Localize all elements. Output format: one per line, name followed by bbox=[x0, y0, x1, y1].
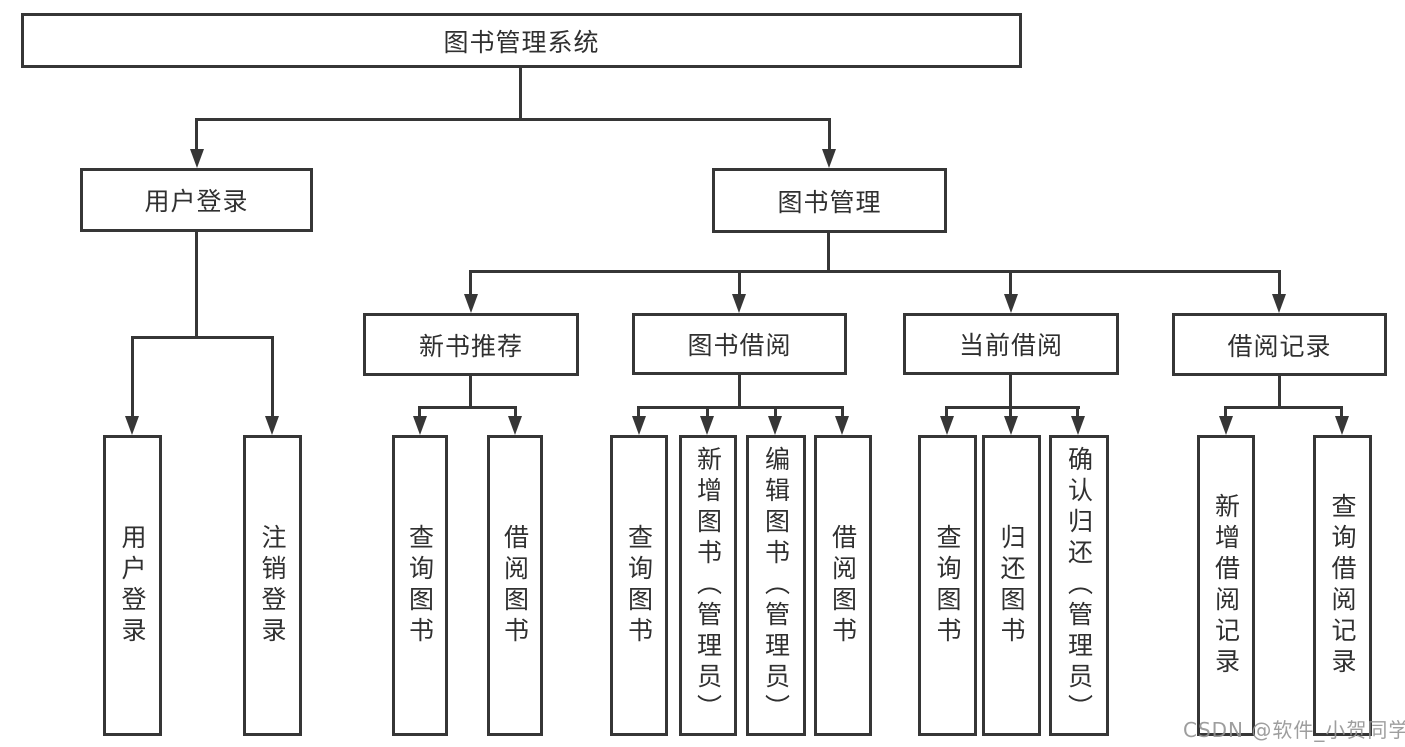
connector-line bbox=[738, 270, 741, 299]
connector-line bbox=[519, 68, 522, 118]
connector-line bbox=[196, 118, 831, 121]
connector-line bbox=[1278, 376, 1281, 406]
connector-line bbox=[131, 336, 274, 339]
arrow-down-icon bbox=[940, 416, 954, 435]
connector-line bbox=[195, 232, 198, 336]
arrow-down-icon bbox=[822, 149, 836, 168]
node-new-books: 新书推荐 bbox=[363, 313, 579, 376]
arrow-down-icon bbox=[190, 149, 204, 168]
node-current-borrow-label: 当前借阅 bbox=[958, 331, 1063, 360]
leaf-borrow-edit-admin: 编辑图书（管理员） bbox=[746, 435, 806, 736]
leaf-label: 确认归还（管理员） bbox=[1064, 446, 1094, 725]
node-borrow-records-label: 借阅记录 bbox=[1227, 331, 1332, 361]
leaf-label: 编辑图书（管理员） bbox=[761, 446, 791, 725]
leaf-label: 归还图书 bbox=[997, 523, 1026, 648]
leaf-borrow-book: 借阅图书 bbox=[814, 435, 872, 736]
connector-line bbox=[738, 375, 741, 406]
node-borrow-records: 借阅记录 bbox=[1172, 313, 1387, 376]
arrow-down-icon bbox=[1219, 416, 1233, 435]
connector-line bbox=[1009, 406, 1012, 421]
connector-line bbox=[131, 336, 134, 421]
leaf-label: 查询借阅记录 bbox=[1328, 492, 1357, 679]
leaf-label: 查询图书 bbox=[405, 523, 435, 648]
leaf-current-query: 查询图书 bbox=[918, 435, 977, 736]
connector-line bbox=[469, 270, 472, 299]
connector-line bbox=[637, 406, 640, 421]
leaf-logout: 注销登录 bbox=[243, 435, 302, 736]
connector-line bbox=[418, 406, 517, 409]
leaf-borrow-add-admin: 新增图书（管理员） bbox=[679, 435, 737, 736]
connector-line bbox=[774, 406, 777, 421]
leaf-label: 注销登录 bbox=[258, 523, 287, 648]
arrow-down-icon bbox=[508, 416, 522, 435]
arrow-down-icon bbox=[700, 416, 714, 435]
connector-line bbox=[469, 270, 1281, 273]
arrow-down-icon bbox=[413, 416, 427, 435]
connector-line bbox=[637, 406, 844, 409]
leaf-newbooks-query: 查询图书 bbox=[392, 435, 448, 736]
arrow-down-icon bbox=[1004, 416, 1018, 435]
connector-line bbox=[1340, 406, 1343, 421]
csdn-watermark: CSDN @软件_小贺同学 bbox=[1183, 718, 1405, 742]
arrow-down-icon bbox=[1071, 416, 1085, 435]
arrow-down-icon bbox=[835, 416, 849, 435]
connector-line bbox=[271, 336, 274, 421]
connector-line bbox=[1009, 375, 1012, 406]
node-book-manage: 图书管理 bbox=[712, 168, 947, 233]
node-root: 图书管理系统 bbox=[21, 13, 1022, 68]
connector-line bbox=[945, 406, 1080, 409]
arrow-down-icon bbox=[125, 416, 139, 435]
arrow-down-icon bbox=[1272, 294, 1286, 313]
connector-line bbox=[1009, 270, 1012, 299]
arrow-down-icon bbox=[1335, 416, 1349, 435]
node-book-borrow: 图书借阅 bbox=[632, 313, 847, 375]
connector-line bbox=[841, 406, 844, 421]
leaf-label: 借阅图书 bbox=[828, 523, 858, 648]
leaf-records-query: 查询借阅记录 bbox=[1313, 435, 1372, 736]
leaf-label: 借阅图书 bbox=[500, 523, 530, 648]
leaf-records-add: 新增借阅记录 bbox=[1197, 435, 1255, 736]
leaf-label: 用户登录 bbox=[118, 523, 147, 648]
connector-line bbox=[828, 118, 831, 158]
arrow-down-icon bbox=[265, 416, 279, 435]
connector-line bbox=[1076, 406, 1079, 421]
leaf-label: 查询图书 bbox=[933, 523, 962, 648]
connector-line bbox=[827, 233, 830, 270]
leaf-borrow-query: 查询图书 bbox=[610, 435, 668, 736]
leaf-label: 查询图书 bbox=[624, 523, 654, 648]
connector-line bbox=[469, 376, 472, 406]
arrow-down-icon bbox=[768, 416, 782, 435]
connector-line bbox=[706, 406, 709, 421]
arrow-down-icon bbox=[632, 416, 646, 435]
connector-line bbox=[514, 406, 517, 421]
connector-line bbox=[1278, 270, 1281, 299]
leaf-user-login: 用户登录 bbox=[103, 435, 162, 736]
arrow-down-icon bbox=[732, 294, 746, 313]
node-book-manage-label: 图书管理 bbox=[777, 187, 882, 217]
node-root-label: 图书管理系统 bbox=[443, 27, 600, 57]
node-user-login: 用户登录 bbox=[80, 168, 313, 232]
leaf-label: 新增借阅记录 bbox=[1211, 492, 1241, 679]
connector-line bbox=[1224, 406, 1343, 409]
leaf-label: 新增图书（管理员） bbox=[693, 446, 723, 725]
connector-line bbox=[418, 406, 421, 421]
node-new-books-label: 新书推荐 bbox=[418, 331, 523, 361]
arrow-down-icon bbox=[464, 294, 478, 313]
leaf-current-confirm-admin: 确认归还（管理员） bbox=[1049, 435, 1109, 736]
node-current-borrow: 当前借阅 bbox=[903, 313, 1119, 375]
node-book-borrow-label: 图书借阅 bbox=[687, 331, 792, 360]
connector-line bbox=[1224, 406, 1227, 421]
connector-line bbox=[945, 406, 948, 421]
node-user-login-label: 用户登录 bbox=[144, 187, 249, 216]
arrow-down-icon bbox=[1004, 294, 1018, 313]
leaf-newbooks-borrow: 借阅图书 bbox=[487, 435, 543, 736]
connector-line bbox=[195, 118, 198, 158]
leaf-current-return: 归还图书 bbox=[982, 435, 1041, 736]
